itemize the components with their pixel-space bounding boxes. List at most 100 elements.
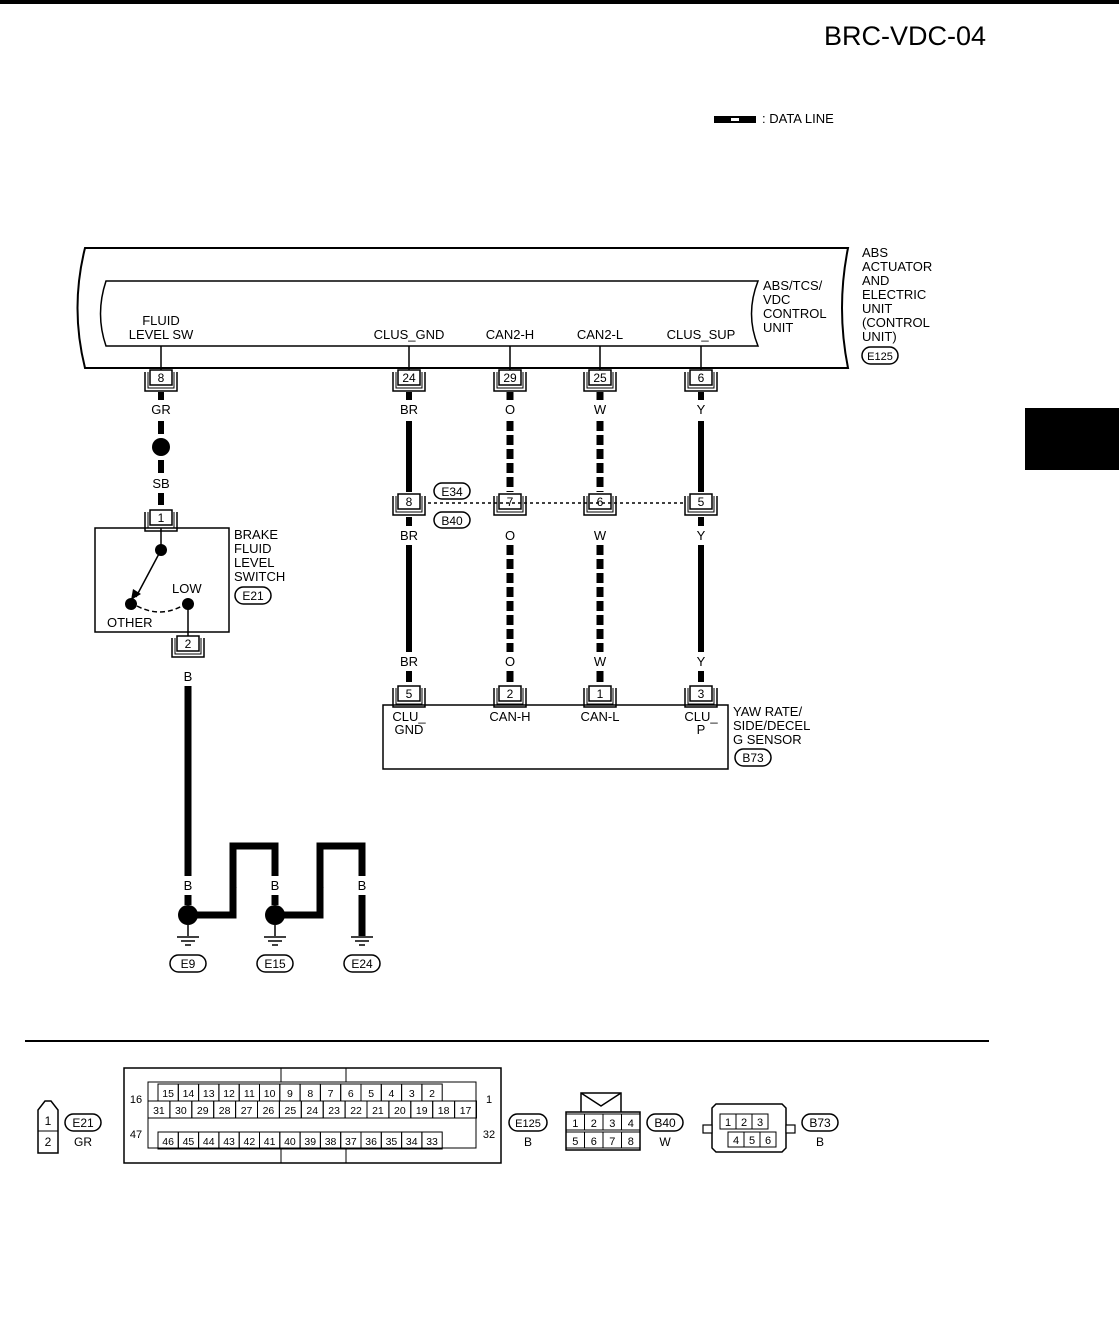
- svg-text:CAN-L: CAN-L: [580, 709, 619, 724]
- e125-pin: 20: [394, 1105, 406, 1117]
- svg-text:(CONTROL: (CONTROL: [862, 315, 930, 330]
- b40-pin: 6: [591, 1136, 597, 1148]
- svg-text:UNIT): UNIT): [862, 329, 897, 344]
- svg-text:FLUID: FLUID: [234, 541, 272, 556]
- terminal-switch-1-number: 1: [158, 511, 165, 525]
- e125-pin: 4: [389, 1088, 395, 1100]
- terminal-abs-24-number: 24: [402, 371, 416, 385]
- svg-text:2: 2: [45, 1135, 52, 1149]
- abs-outer-label: ABS ACTUATOR AND ELECTRIC UNIT (CONTROL …: [862, 245, 932, 344]
- e125-pin: 5: [368, 1088, 374, 1100]
- svg-text:FLUID: FLUID: [142, 313, 180, 328]
- terminal-yaw-3: 3: [684, 685, 718, 708]
- e125-pin: 23: [328, 1105, 340, 1117]
- e125-pin: 8: [307, 1088, 313, 1100]
- e125-pin: 24: [306, 1105, 318, 1117]
- svg-text:E125: E125: [515, 1118, 541, 1130]
- svg-text:16: 16: [130, 1094, 142, 1106]
- svg-text:B: B: [184, 669, 193, 684]
- b40-pin: 8: [628, 1136, 634, 1148]
- terminal-yaw-2: 2: [493, 685, 527, 708]
- terminal-abs-6-number: 6: [698, 371, 705, 385]
- svg-text:GR: GR: [74, 1135, 92, 1149]
- abs-inner-label: ABS/TCS/ VDC CONTROL UNIT: [763, 278, 827, 335]
- terminal-abs-6: 6: [684, 369, 718, 392]
- e125-pin: 38: [325, 1136, 337, 1148]
- e125-pin: 13: [203, 1088, 215, 1100]
- e125-pin: 43: [223, 1136, 235, 1148]
- svg-text:O: O: [505, 528, 515, 543]
- svg-text:Y: Y: [697, 654, 706, 669]
- e125-pin: 25: [285, 1105, 297, 1117]
- e125-pin: 44: [203, 1136, 215, 1148]
- terminal-abs-24: 24: [392, 369, 426, 392]
- svg-text:B: B: [316, 878, 325, 893]
- b40-pin: 3: [609, 1118, 615, 1130]
- svg-text:E15: E15: [264, 957, 286, 971]
- connector-view-e21: 1 2 E21 GR: [37, 1100, 102, 1154]
- terminal-yaw-5: 5: [392, 685, 426, 708]
- e125-pin: 11: [244, 1088, 255, 1100]
- b40-pin: 2: [591, 1118, 597, 1130]
- svg-text:1: 1: [45, 1114, 52, 1128]
- section-tab: [1025, 408, 1119, 470]
- svg-text:GND: GND: [395, 722, 424, 737]
- e125-pin: 6: [348, 1088, 354, 1100]
- svg-text:B: B: [358, 878, 367, 893]
- terminal-junction-8-number: 8: [406, 495, 413, 509]
- svg-text:GR: GR: [151, 402, 171, 417]
- svg-text:CONTROL: CONTROL: [763, 306, 827, 321]
- e125-pin: 14: [183, 1088, 195, 1100]
- svg-text:W: W: [594, 654, 607, 669]
- svg-text:B73: B73: [742, 751, 764, 765]
- svg-text:B40: B40: [441, 514, 463, 528]
- svg-text:SWITCH: SWITCH: [234, 569, 285, 584]
- svg-text:BR: BR: [400, 402, 418, 417]
- e125-pin: 36: [365, 1136, 377, 1148]
- e125-pin: 19: [416, 1105, 428, 1117]
- yaw-rate-sensor: [382, 704, 729, 770]
- e125-pin: 27: [241, 1105, 253, 1117]
- svg-text:BR: BR: [400, 528, 418, 543]
- svg-text:CLU_: CLU_: [684, 709, 718, 724]
- svg-text:BR: BR: [400, 654, 418, 669]
- ground-symbols: [177, 925, 373, 946]
- terminal-yaw-1-number: 1: [597, 687, 604, 701]
- b40-pin: 4: [628, 1118, 634, 1130]
- svg-text:32: 32: [483, 1129, 495, 1141]
- b73-pin: 1: [725, 1117, 731, 1129]
- svg-text:B: B: [524, 1135, 532, 1149]
- svg-text:E125: E125: [867, 351, 893, 363]
- e125-pin: 21: [372, 1105, 384, 1117]
- b73-pin: 6: [765, 1135, 771, 1147]
- e125-pin: 28: [219, 1105, 231, 1117]
- page-code: BRC-VDC-04: [824, 21, 986, 51]
- brake-switch-label: BRAKE FLUID LEVEL SWITCH E21: [234, 527, 285, 605]
- svg-text:ABS/TCS/: ABS/TCS/: [763, 278, 823, 293]
- b40-pin: 7: [609, 1136, 615, 1148]
- svg-text:E21: E21: [72, 1116, 94, 1130]
- e125-pin: 40: [284, 1136, 296, 1148]
- terminal-junction-6-number: 6: [597, 495, 604, 509]
- e125-pin: 37: [345, 1136, 357, 1148]
- svg-text:W: W: [659, 1135, 671, 1149]
- terminal-yaw-2-number: 2: [507, 687, 514, 701]
- b73-pin: 2: [741, 1117, 747, 1129]
- b40-pin: 5: [572, 1136, 578, 1148]
- svg-text:ELECTRIC: ELECTRIC: [862, 287, 926, 302]
- terminal-abs-8: 8: [144, 369, 178, 392]
- e125-pin: 22: [350, 1105, 362, 1117]
- terminal-abs-29: 29: [493, 369, 527, 392]
- svg-text:Y: Y: [697, 402, 706, 417]
- terminal-yaw-3-number: 3: [698, 687, 705, 701]
- svg-text:G SENSOR: G SENSOR: [733, 732, 802, 747]
- e125-pin: 29: [197, 1105, 209, 1117]
- svg-text:B: B: [816, 1135, 824, 1149]
- e125-pin: 35: [386, 1136, 398, 1148]
- terminal-junction-7-number: 7: [507, 495, 514, 509]
- terminal-junction-8: 8: [392, 493, 426, 516]
- terminal-junction-5: 5: [684, 493, 718, 516]
